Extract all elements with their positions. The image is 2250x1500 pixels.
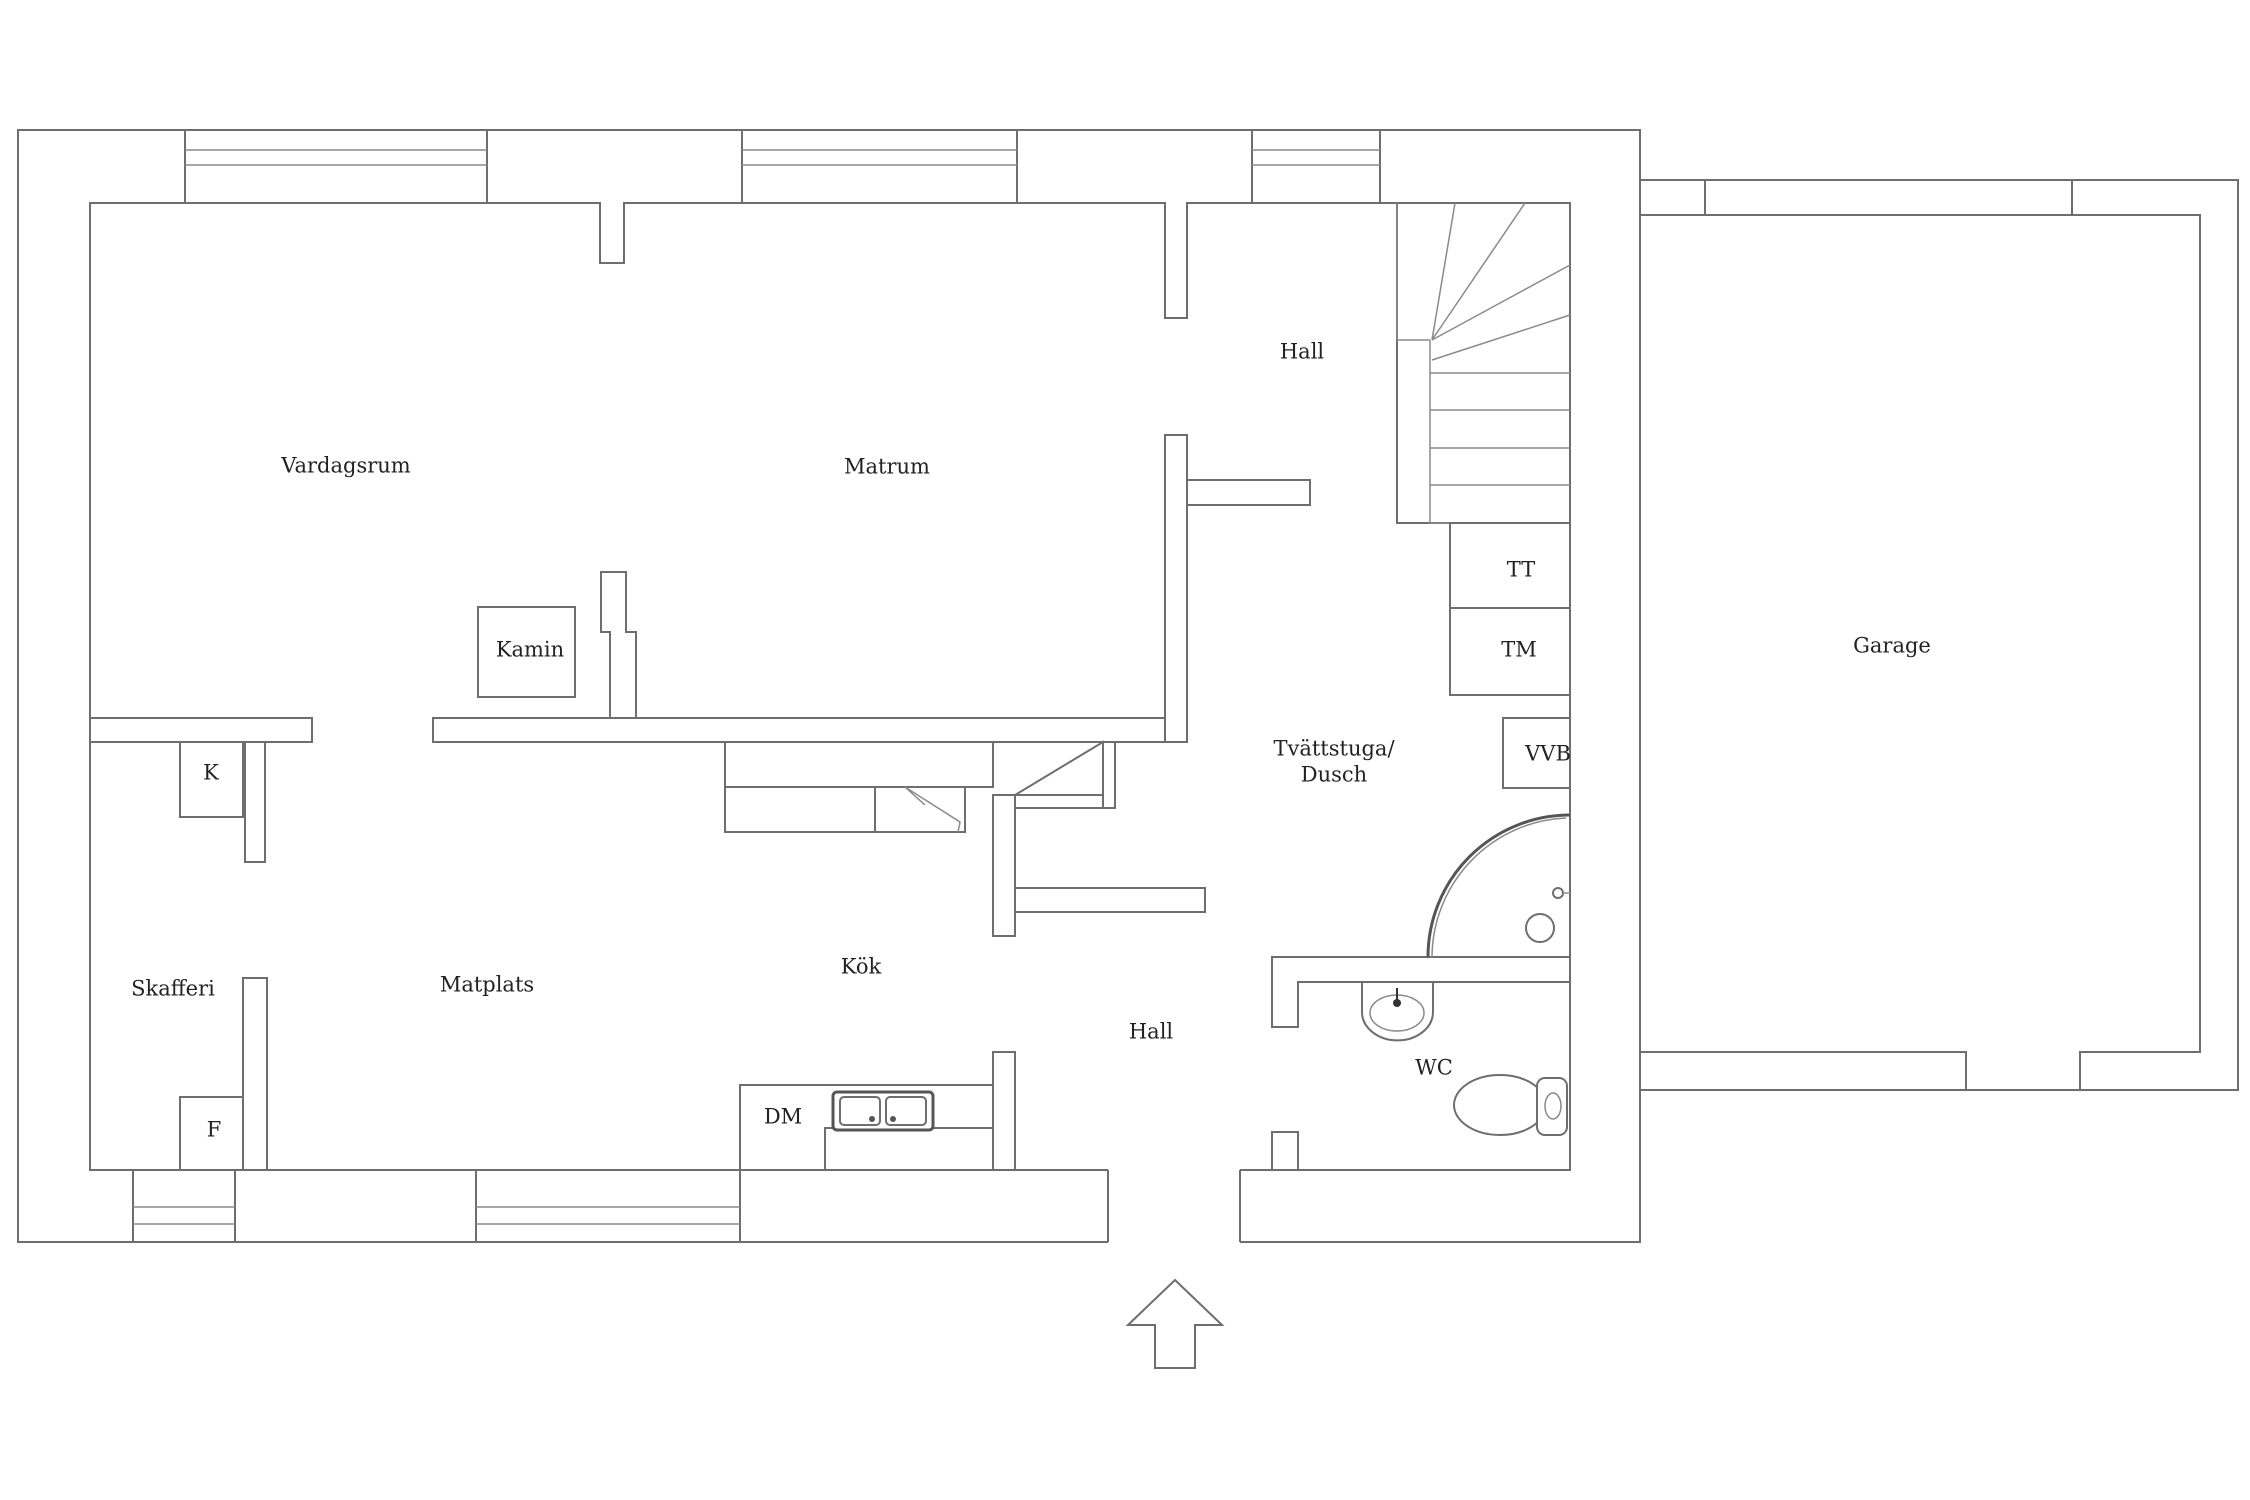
room-label-skafferi: Skafferi bbox=[131, 977, 215, 1001]
room-label-tvattstuga-line2: Dusch bbox=[1301, 763, 1367, 787]
room-label-k: K bbox=[203, 761, 219, 785]
room-label-dm: DM bbox=[764, 1105, 802, 1129]
room-label-vardagsrum: Vardagsrum bbox=[280, 454, 411, 478]
kamin-box bbox=[477, 606, 576, 698]
kitchen-upper-counter bbox=[724, 741, 994, 833]
room-label-hall-upper: Hall bbox=[1280, 340, 1325, 364]
room-label-matrum: Matrum bbox=[844, 455, 930, 479]
toilet-icon bbox=[1453, 1074, 1568, 1136]
f-box bbox=[179, 1096, 244, 1171]
double-sink-icon bbox=[831, 1090, 935, 1132]
room-label-hall-lower: Hall bbox=[1129, 1020, 1174, 1044]
room-label-tm: TM bbox=[1501, 638, 1537, 662]
room-label-kok: Kök bbox=[841, 955, 882, 979]
window-top-3 bbox=[1251, 129, 1381, 204]
tt-box bbox=[1449, 522, 1571, 609]
room-label-matplats: Matplats bbox=[440, 973, 534, 997]
room-label-garage: Garage bbox=[1853, 634, 1931, 658]
room-label-wc: WC bbox=[1415, 1056, 1453, 1080]
interior-walls bbox=[89, 434, 1571, 1171]
window-bottom-1 bbox=[132, 1169, 236, 1243]
room-label-tvattstuga-line1: Tvättstuga/ bbox=[1273, 737, 1395, 761]
window-top-1 bbox=[184, 129, 488, 204]
room-label-kamin: Kamin bbox=[496, 638, 564, 662]
kitchen-lower-counter bbox=[739, 1084, 994, 1171]
garage-exterior-wall bbox=[1639, 179, 2239, 1091]
entrance-opening bbox=[1108, 1168, 1240, 1244]
room-label-vvb: VVB bbox=[1524, 742, 1571, 766]
window-bottom-2 bbox=[475, 1169, 741, 1243]
k-box bbox=[179, 741, 244, 818]
staircase-icon bbox=[1396, 202, 1571, 524]
tm-box bbox=[1449, 607, 1571, 696]
room-label-f: F bbox=[207, 1118, 222, 1142]
vvb-box bbox=[1502, 717, 1571, 789]
window-top-2 bbox=[741, 129, 1018, 204]
shower-icon bbox=[1426, 813, 1571, 958]
arrow-up-icon bbox=[1125, 1278, 1225, 1369]
sink-icon bbox=[1361, 981, 1434, 1042]
room-label-tt: TT bbox=[1507, 558, 1535, 582]
